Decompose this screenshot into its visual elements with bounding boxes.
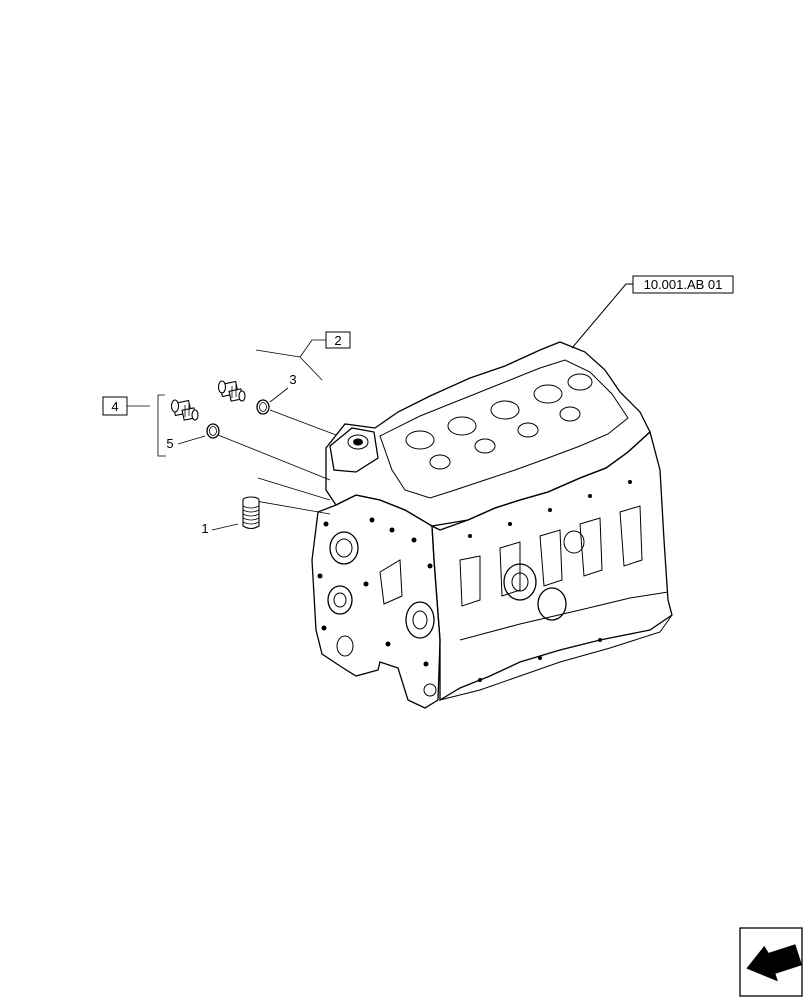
washer-part-upper[interactable]	[256, 399, 270, 415]
callout-item-5[interactable]: 5	[166, 435, 206, 451]
callout-box-4[interactable]: 4	[102, 394, 166, 457]
part-leader-lines	[217, 409, 337, 515]
navigation-arrow-icon[interactable]	[739, 927, 805, 997]
plug-part-lower[interactable]	[170, 399, 199, 421]
washer-part-lower[interactable]	[206, 423, 220, 439]
plug-part-upper[interactable]	[217, 380, 246, 402]
callout-3-label: 3	[289, 372, 296, 387]
callout-item-3[interactable]: 3	[269, 372, 297, 403]
reference-callout[interactable]: 10.001.AB 01	[571, 275, 734, 349]
callout-5-label: 5	[166, 436, 173, 451]
callout-2-label: 2	[334, 333, 341, 348]
callout-4-label: 4	[111, 399, 118, 414]
callout-box-2[interactable]: 2	[255, 331, 351, 381]
callout-item-1[interactable]: 1	[201, 521, 239, 536]
engine-block-drawing	[311, 341, 673, 709]
reference-label: 10.001.AB 01	[644, 277, 723, 292]
callout-1-label: 1	[201, 521, 208, 536]
stud-part[interactable]	[242, 496, 260, 530]
